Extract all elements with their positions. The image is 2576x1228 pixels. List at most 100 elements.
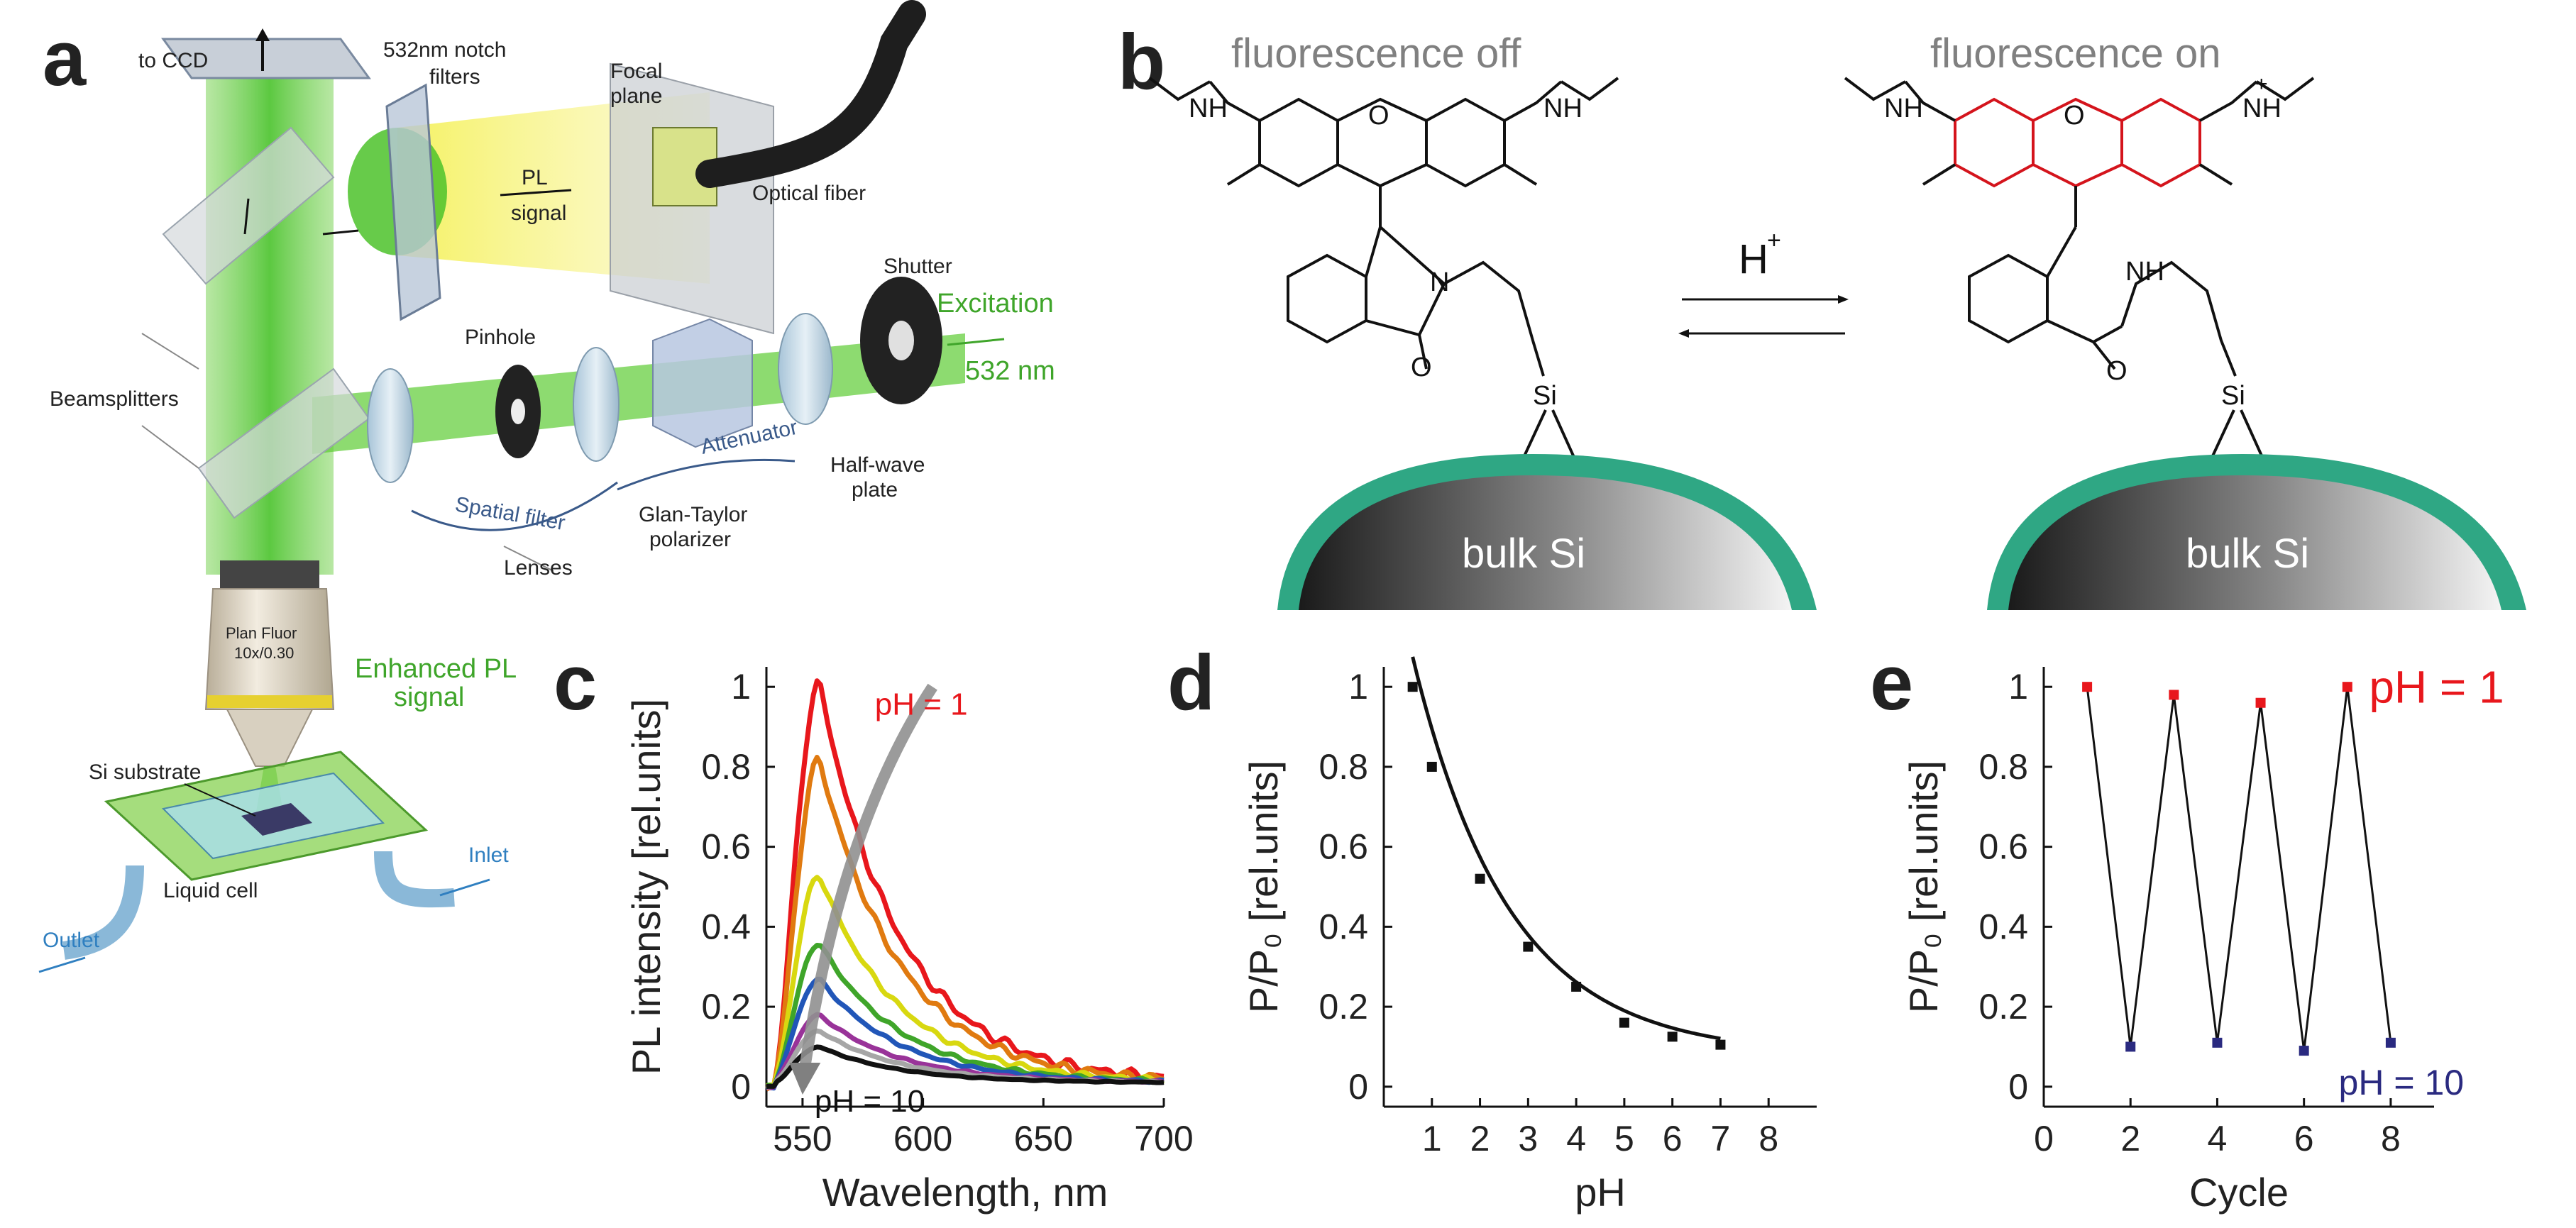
excitation-arrow bbox=[947, 338, 1005, 346]
atom-o-amide-right: O bbox=[2106, 356, 2128, 386]
x-tick-label-c-3: 700 bbox=[1134, 1119, 1193, 1158]
beamsplitter-leader-1 bbox=[141, 333, 199, 370]
x-tick-label-c-2: 650 bbox=[1014, 1119, 1073, 1158]
data-point-d-4 bbox=[1571, 981, 1582, 992]
data-point-e-4 bbox=[2255, 697, 2266, 708]
label-glan-taylor-1: Glan-Taylor bbox=[639, 503, 747, 526]
label-si-substrate: Si substrate bbox=[89, 760, 201, 784]
label-pinhole: Pinhole bbox=[465, 326, 536, 349]
data-point-d-6 bbox=[1667, 1031, 1678, 1042]
y-tick-label-e-4: 0.8 bbox=[1978, 747, 2028, 787]
cycle-line-e bbox=[2086, 687, 2392, 1051]
y-tick-label-c-2: 0.4 bbox=[701, 907, 751, 946]
data-point-d-3 bbox=[1523, 941, 1534, 952]
label-h-plus-sup: + bbox=[1767, 227, 1781, 254]
pinhole-aperture bbox=[511, 399, 525, 424]
x-tick-label-e-0: 0 bbox=[2034, 1119, 2054, 1158]
outlet-arrow bbox=[38, 956, 86, 973]
atom-o-left: O bbox=[1368, 101, 1389, 131]
data-point-e-7 bbox=[2385, 1037, 2396, 1048]
si-substrate-leader bbox=[184, 783, 256, 817]
lenses-leader bbox=[503, 546, 554, 572]
annotation-ph-10-c: pH = 10 bbox=[815, 1084, 925, 1119]
molecule-off bbox=[1148, 77, 1619, 377]
atom-nh-right-1: NH bbox=[1884, 94, 1923, 123]
label-bulk-si-right: bulk Si bbox=[2186, 531, 2309, 577]
label-532-nm: 532 nm bbox=[965, 356, 1055, 386]
x-tick-label-e-3: 6 bbox=[2294, 1119, 2314, 1158]
x-tick-label-d-2: 3 bbox=[1518, 1119, 1538, 1158]
y-tick-label-d-0: 0 bbox=[1348, 1067, 1368, 1107]
atom-plus-charge: + bbox=[2255, 72, 2268, 96]
label-half-wave-1: Half-wave bbox=[830, 453, 925, 477]
x-tick-label-c-0: 550 bbox=[773, 1119, 832, 1158]
label-enhanced-pl-2: signal bbox=[394, 682, 464, 712]
data-point-e-3 bbox=[2212, 1037, 2223, 1048]
annotation-ph-1-e: pH = 1 bbox=[2369, 662, 2504, 713]
x-tick-label-d-1: 2 bbox=[1470, 1119, 1490, 1158]
atom-nh-left-2: NH bbox=[1543, 94, 1583, 123]
si-substrate bbox=[241, 803, 312, 836]
y-tick-label-e-1: 0.2 bbox=[1978, 987, 2028, 1027]
y-tick-label-c-5: 1 bbox=[731, 667, 751, 707]
y-tick-label-e-3: 0.6 bbox=[1978, 827, 2028, 867]
title-fluorescence-on: fluorescence on bbox=[1930, 31, 2220, 77]
atom-si-left: Si bbox=[1533, 381, 1557, 411]
x-tick-label-d-4: 5 bbox=[1614, 1119, 1634, 1158]
label-excitation: Excitation bbox=[937, 289, 1054, 319]
panel-a-setup-diagram: a to CCD 532nm notch filters Beamsplitte… bbox=[38, 0, 1055, 973]
fit-curve-d bbox=[1411, 656, 1721, 1041]
objective-top-ring bbox=[220, 560, 319, 589]
label-focal-plane-1: Focal bbox=[610, 60, 662, 83]
x-tick-label-d-0: 1 bbox=[1422, 1119, 1442, 1158]
data-point-d-2 bbox=[1475, 873, 1485, 884]
data-point-d-0 bbox=[1407, 682, 1418, 692]
panel-letter-d: d bbox=[1167, 639, 1215, 726]
spectrum-line-7 bbox=[766, 1044, 1165, 1089]
data-point-e-1 bbox=[2125, 1041, 2136, 1052]
atom-o-right: O bbox=[2064, 101, 2085, 131]
beamsplitter-leader-2 bbox=[141, 425, 199, 469]
label-outlet: Outlet bbox=[43, 929, 100, 952]
y-tick-label-c-0: 0 bbox=[731, 1067, 751, 1107]
y-tick-label-d-5: 1 bbox=[1348, 667, 1368, 707]
annotation-ph-1-c: pH = 1 bbox=[875, 687, 968, 722]
y-tick-label-e-2: 0.4 bbox=[1978, 907, 2028, 946]
data-point-e-6 bbox=[2342, 682, 2352, 692]
y-tick-label-c-4: 0.8 bbox=[701, 747, 751, 787]
y-tick-label-c-3: 0.6 bbox=[701, 827, 751, 867]
x-axis-label-e: Cycle bbox=[2189, 1170, 2289, 1215]
molecule-on bbox=[1844, 77, 2315, 377]
label-to-ccd: to CCD bbox=[138, 49, 208, 72]
y-tick-label-d-1: 0.2 bbox=[1319, 987, 1368, 1027]
x-axis-label-c: Wavelength, nm bbox=[822, 1170, 1108, 1215]
panel-b-rhodamine-scheme: b fluorescence off fluorescence on NH NH… bbox=[1118, 18, 2526, 610]
shutter-aperture bbox=[888, 321, 914, 360]
data-point-d-1 bbox=[1426, 761, 1437, 772]
y-tick-label-e-5: 1 bbox=[2008, 667, 2028, 707]
beam-direction-arrow-up bbox=[243, 198, 250, 235]
inlet-tube bbox=[374, 851, 455, 908]
data-point-e-2 bbox=[2169, 690, 2179, 700]
y-tick-label-d-3: 0.6 bbox=[1319, 827, 1368, 867]
ph-trend-arrow bbox=[799, 683, 937, 1068]
optical-fiber bbox=[695, 0, 926, 188]
x-tick-label-e-1: 2 bbox=[2120, 1119, 2140, 1158]
label-pl-signal-2: signal bbox=[511, 201, 566, 225]
objective-yellow-ring bbox=[207, 695, 332, 708]
half-wave-plate bbox=[778, 313, 833, 425]
label-lenses: Lenses bbox=[504, 556, 573, 580]
label-objective-1: Plan Fluor bbox=[226, 624, 297, 642]
label-glan-taylor-2: polarizer bbox=[649, 528, 731, 551]
atom-n-left: N bbox=[1430, 267, 1449, 297]
label-liquid-cell: Liquid cell bbox=[163, 879, 258, 902]
panel-letter-a: a bbox=[43, 15, 87, 102]
label-shutter: Shutter bbox=[884, 255, 952, 278]
data-point-d-7 bbox=[1715, 1039, 1726, 1050]
